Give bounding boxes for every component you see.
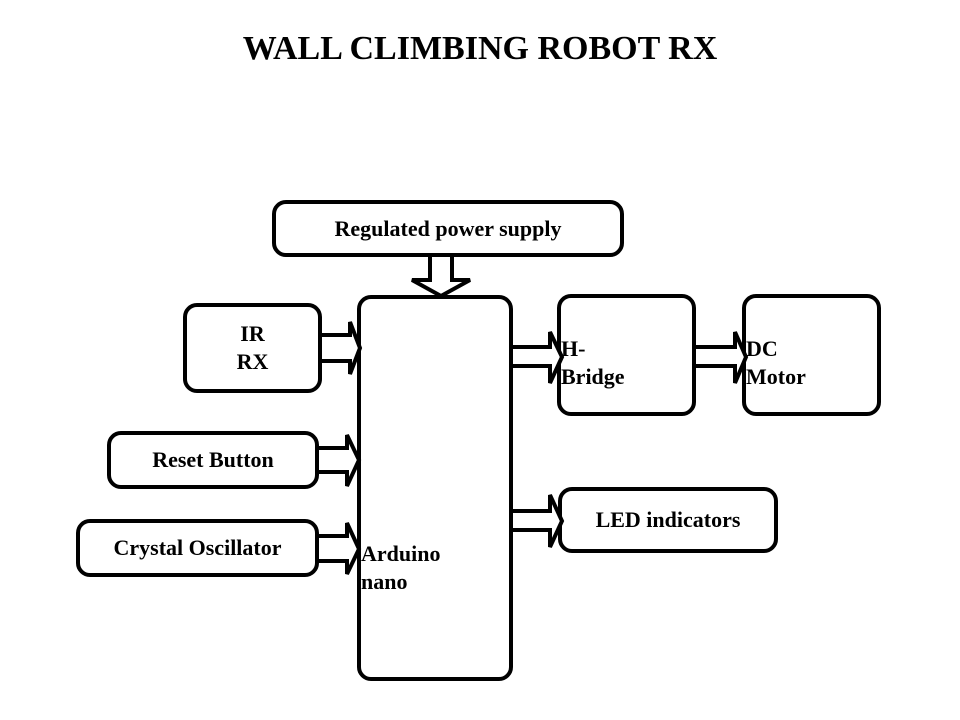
- dc-motor-label-line1: DC: [746, 336, 778, 361]
- diagram-title: WALL CLIMBING ROBOT RX: [242, 30, 718, 67]
- arrow-arduino-to-hbridge: [513, 331, 565, 384]
- crystal-oscillator-label: Crystal Oscillator: [113, 535, 282, 560]
- ir-rx-label-line1: IR: [240, 321, 265, 346]
- led-indicators-label: LED indicators: [595, 507, 741, 532]
- arduino-label-line1: Arduino: [361, 541, 441, 566]
- arduino-nano-block: Arduino nano: [357, 295, 513, 681]
- arrow-arduino-to-led: [513, 494, 565, 548]
- arrow-hbridge-to-motor: [696, 331, 749, 384]
- reset-button-label: Reset Button: [152, 447, 274, 472]
- h-bridge-label-line1: H-: [561, 336, 586, 361]
- arrow-ir-to-arduino: [322, 321, 363, 375]
- arrow-crystal-to-arduino: [319, 522, 362, 575]
- h-bridge-block: H- Bridge: [557, 294, 696, 416]
- ir-rx-label-line2: RX: [236, 349, 269, 374]
- arduino-label-line2: nano: [361, 569, 408, 594]
- power-supply-block: Regulated power supply: [272, 200, 624, 257]
- arrow-reset-to-arduino: [319, 434, 362, 487]
- reset-button-block: Reset Button: [107, 431, 319, 489]
- power-supply-label: Regulated power supply: [334, 215, 562, 241]
- arrow-power-to-arduino: [411, 257, 471, 299]
- h-bridge-label-line2: Bridge: [561, 364, 625, 389]
- ir-rx-block: IR RX: [183, 303, 322, 393]
- led-indicators-block: LED indicators: [558, 487, 778, 553]
- dc-motor-label-line2: Motor: [746, 364, 806, 389]
- crystal-oscillator-block: Crystal Oscillator: [76, 519, 319, 577]
